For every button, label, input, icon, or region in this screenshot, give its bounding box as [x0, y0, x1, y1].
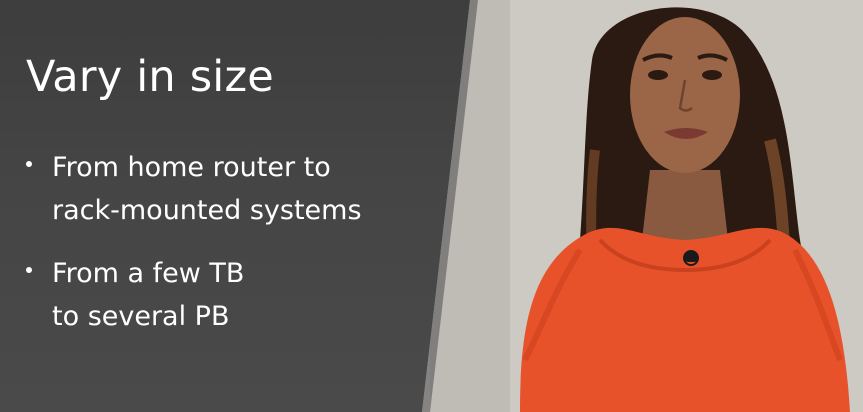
- slide-title: Vary in size: [26, 52, 274, 102]
- bullet-item: From home router to rack-mounted systems: [22, 146, 362, 232]
- bullet-item: From a few TB to several PB: [22, 252, 362, 338]
- bullet-dot-icon: [26, 161, 32, 167]
- bullet-dot-icon: [26, 267, 32, 273]
- bullet-line: From home router to: [52, 152, 331, 183]
- bullet-line: to several PB: [52, 301, 230, 332]
- bullet-line: From a few TB: [52, 258, 245, 289]
- slide-panel: [0, 0, 470, 412]
- bullet-line: rack-mounted systems: [52, 195, 362, 226]
- bullet-list: From home router to rack-mounted systems…: [22, 146, 362, 358]
